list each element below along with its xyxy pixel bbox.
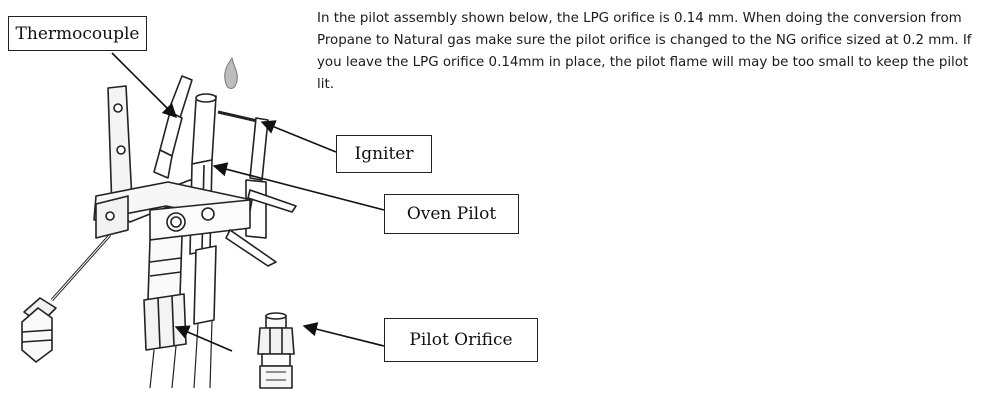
pilot-orifice-part [257, 312, 295, 389]
pilot-flame [224, 57, 238, 89]
pilot-orifice-label: Pilot Orifice [384, 318, 538, 362]
thermocouple-probe [153, 75, 193, 179]
pilot-supply-tube [193, 245, 217, 389]
pilot-orifice-leader-arrow [302, 322, 385, 347]
igniter-leader-arrow [260, 120, 337, 153]
gas-supply-fitting [143, 235, 187, 389]
fitting-leader-arrow [174, 325, 233, 352]
igniter-label: Igniter [336, 135, 432, 173]
thermocouple-leader-arrow [111, 52, 178, 119]
thermocouple-label: Thermocouple [8, 16, 147, 51]
oven-pilot-leader-arrow [212, 162, 385, 211]
oven-pilot-label: Oven Pilot [384, 194, 519, 234]
pilot-bracket-plate [93, 181, 277, 267]
igniter-electrode [217, 110, 297, 239]
conversion-note: In the pilot assembly shown below, the L… [317, 11, 972, 92]
thermocouple-lead [21, 234, 112, 363]
